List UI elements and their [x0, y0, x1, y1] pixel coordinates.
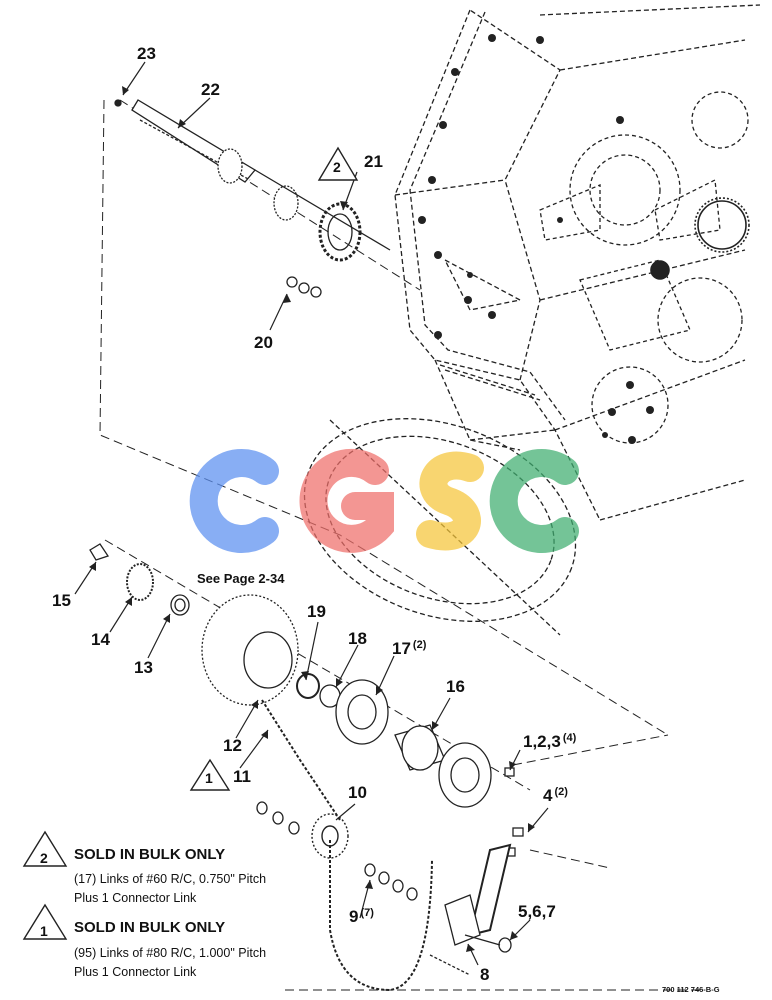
note-line-1: (95) Links of #80 R/C, 1.000" Pitch — [74, 946, 267, 960]
connector-link-20 — [286, 276, 322, 298]
washers-9 — [256, 801, 418, 901]
triangle-marker-2-diagram — [317, 146, 359, 181]
note-marker-1: 1 — [40, 923, 48, 939]
callout-20: 20 — [254, 333, 273, 352]
note-line-2: Plus 1 Connector Link — [74, 965, 197, 979]
callout-1-2-3-qty: (4) — [562, 732, 577, 744]
triangle-number-2-diagram: 2 — [333, 159, 341, 175]
callout-19: 19 — [307, 602, 326, 621]
watermark-letter-c2 — [489, 449, 579, 553]
callout-23: 23 — [137, 44, 156, 63]
note-line-2: Plus 1 Connector Link — [74, 891, 197, 905]
triangle-marker-1-diagram — [189, 758, 231, 791]
callout-8: 8 — [480, 965, 490, 984]
callout-17: 17(2) — [392, 639, 427, 658]
watermark-letter-c1 — [189, 449, 279, 553]
document-number: 700 112 746-B-G — [662, 985, 720, 994]
callout-9-qty: (7) — [360, 907, 374, 919]
callout-13: 13 — [134, 658, 153, 677]
callout-4: 4(2) — [543, 786, 568, 805]
note-heading: SOLD IN BULK ONLY — [74, 846, 226, 863]
callout-1-2-3: 1,2,3(4) — [523, 732, 577, 751]
note-line-1: (17) Links of #60 R/C, 0.750" Pitch — [74, 872, 267, 886]
callout-17-number: 17 — [392, 639, 411, 658]
callout-18: 18 — [348, 629, 367, 648]
note-heading: SOLD IN BULK ONLY — [74, 919, 226, 936]
watermark-letter-g — [299, 448, 394, 553]
roller-chain-11 — [261, 699, 433, 992]
rotor-assembly — [539, 91, 749, 444]
callout-11: 11 — [233, 767, 251, 786]
callout-5-6-7: 5,6,7 — [518, 902, 556, 921]
chain-tensioner-8 — [429, 843, 512, 976]
lower-shaft-parts — [89, 543, 524, 857]
callout-9-number: 9 — [349, 907, 359, 926]
machine-frame — [394, 4, 761, 521]
callout-14: 14 — [91, 630, 110, 649]
callout-15: 15 — [52, 591, 71, 610]
sprocket-10 — [311, 813, 349, 859]
triangle-marker-note-1 — [22, 903, 68, 940]
callout-21: 21 — [364, 152, 383, 171]
see-page-reference: See Page 2-34 — [197, 571, 285, 586]
triangle-marker-note-2 — [22, 830, 68, 867]
triangle-number-1-diagram: 1 — [205, 770, 213, 786]
upper-shaft-parts — [114, 99, 391, 298]
callout-10: 10 — [348, 783, 367, 802]
callout-22: 22 — [201, 80, 220, 99]
callout-1-2-3-number: 1,2,3 — [523, 732, 561, 751]
gear-sprocket-upper — [650, 197, 750, 280]
callout-4-qty: (2) — [554, 786, 568, 798]
callout-9: 9(7) — [349, 907, 374, 926]
note-marker-2: 2 — [40, 850, 48, 866]
frame-bolts — [418, 34, 654, 444]
leader-arrowheads — [89, 86, 535, 952]
callout-16: 16 — [446, 677, 465, 696]
callout-12: 12 — [223, 736, 242, 755]
callout-4-number: 4 — [543, 786, 553, 805]
callout-17-qty: (2) — [412, 639, 427, 651]
watermark-letter-s — [416, 451, 484, 551]
cgsc-watermark — [189, 448, 579, 553]
